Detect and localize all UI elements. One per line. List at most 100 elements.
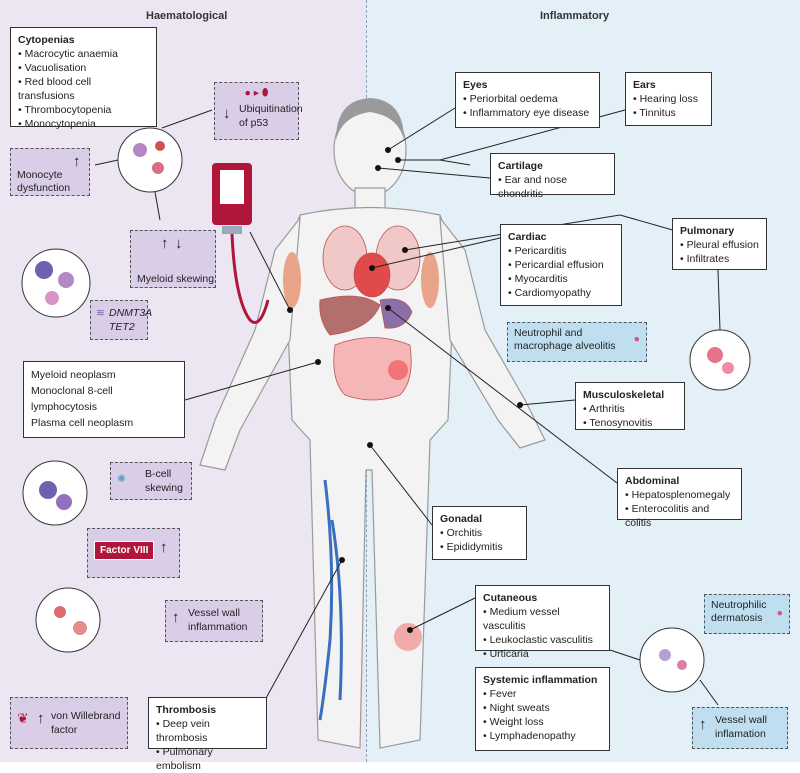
cytopenias-item: Vacuolisation xyxy=(18,61,149,75)
vwf-box: ❦ ↑ von Willebrand factor xyxy=(10,697,128,749)
skin-glow xyxy=(394,623,422,651)
gonadal-title: Gonadal xyxy=(440,513,483,525)
cytopenias-box: Cytopenias Macrocytic anaemia Vacuolisat… xyxy=(10,27,157,130)
cytopenias-item: Red blood cell transfusions xyxy=(18,75,149,103)
pulmonary-item: Pleural effusion xyxy=(680,238,759,252)
dermatosis-label-1: Neutrophilic xyxy=(711,599,767,611)
bcell-icon: ✺ xyxy=(117,473,126,485)
connector-dots xyxy=(287,147,523,633)
dna-icon: ≋ xyxy=(96,307,105,319)
cartilage-item: Ear and nose chondritis xyxy=(498,173,607,201)
organs xyxy=(319,225,421,401)
cytopenias-item: Macrocytic anaemia xyxy=(18,47,149,61)
monocyte-box: ↑ Monocyte dysfunction xyxy=(10,148,90,196)
ears-box: Ears Hearing loss Tinnitus xyxy=(625,72,712,126)
abdominal-glow xyxy=(388,360,408,380)
p53-label-1: Ubiquitination xyxy=(239,103,303,115)
vessel-right-label-1: Vessel wall xyxy=(715,714,767,726)
dermatosis-label-2: dermatosis xyxy=(711,612,763,624)
myeloid-skewing-label: Myeloid skewing xyxy=(137,273,215,285)
p53-cells-icon: ● ▸ ⬮ xyxy=(244,87,269,99)
alveolitis-label-2: macrophage alveolitis xyxy=(514,340,616,352)
cutaneous-item: Leukoclastic vasculitis xyxy=(483,633,602,647)
eyes-item: Periorbital oedema xyxy=(463,92,592,106)
monocyte-label-1: Monocyte xyxy=(17,169,63,181)
cardiac-item: Pericarditis xyxy=(508,244,614,258)
cartilage-box: Cartilage Ear and nose chondritis xyxy=(490,153,615,200)
pulmonary-title: Pulmonary xyxy=(680,225,735,237)
inflammatory-title: Inflammatory xyxy=(540,10,610,22)
p53-label-2: of p53 xyxy=(239,117,269,129)
factor-viii-box: Factor VIII ↑ xyxy=(87,528,180,578)
cutaneous-item: Urticaria xyxy=(483,647,602,661)
leg-veins xyxy=(318,479,343,721)
musculoskeletal-box: Musculoskeletal Arthritis Tenosynovitis xyxy=(575,382,685,430)
abdominal-box: Abdominal Hepatosplenomegaly Enterocolit… xyxy=(617,468,742,529)
thrombosis-box: Thrombosis Deep vein thrombosis Pulmonar… xyxy=(148,697,267,772)
ears-item: Hearing loss xyxy=(633,92,704,106)
gonadal-item: Epididymitis xyxy=(440,540,519,554)
cytopenias-title: Cytopenias xyxy=(18,34,75,46)
vessel-left-box: ↑ Vessel wall inflammation xyxy=(165,600,263,642)
cardiac-item: Pericardial effusion xyxy=(508,258,614,272)
ears-title: Ears xyxy=(633,79,656,91)
vwf-label-1: von Willebrand xyxy=(51,710,121,722)
vessel-left-label-1: Vessel wall xyxy=(188,607,240,619)
neoplasm-box: Myeloid neoplasm Monoclonal 8-cell lymph… xyxy=(23,361,185,438)
genes-box: ≋ DNMT3A TET2 xyxy=(90,300,152,340)
arm-muscle-right xyxy=(421,252,439,308)
up-arrow-icon: ↑ xyxy=(37,710,45,727)
musculoskeletal-title: Musculoskeletal xyxy=(583,389,665,401)
cell-dots xyxy=(35,141,734,670)
bcell-label-2: skewing xyxy=(145,482,183,494)
neoplasm-item: Myeloid neoplasm xyxy=(31,369,116,381)
haematological-title: Haematological xyxy=(146,10,228,22)
systemic-title: Systemic inflammation xyxy=(483,674,598,686)
vessel-right-box: ↑ Vessel wall inflamation xyxy=(692,707,788,749)
systemic-item: Night sweats xyxy=(483,701,602,715)
cytopenias-item: Monocytopenia xyxy=(18,117,149,131)
pulmonary-item: Infiltrates xyxy=(680,252,759,266)
gene-tet2: TET2 xyxy=(109,321,135,333)
neoplasm-item: Monoclonal 8-cell lymphocytosis xyxy=(31,385,113,413)
blood-bag-icon xyxy=(212,163,270,324)
myeloid-skewing-box: ↑ ↓ Myeloid skewing xyxy=(130,230,216,288)
up-arrow-icon: ↑ xyxy=(699,716,707,733)
up-arrow-icon: ↑ xyxy=(161,235,169,252)
systemic-item: Lymphadenopathy xyxy=(483,729,602,743)
gene-dnmt3a: DNMT3A xyxy=(109,307,153,319)
ears-item: Tinnitus xyxy=(633,106,704,120)
abdominal-item: Hepatosplenomegaly xyxy=(625,488,734,502)
vessel-right-label-2: inflamation xyxy=(715,728,766,740)
thrombosis-item: Pulmonary embolism xyxy=(156,745,259,773)
abdominal-title: Abdominal xyxy=(625,475,680,487)
eyes-title: Eyes xyxy=(463,79,488,91)
thrombosis-item: Deep vein thrombosis xyxy=(156,717,259,745)
bcell-box: ✺ B-cell skewing xyxy=(110,462,192,500)
neutrophil-cell-icon: ● xyxy=(776,607,783,619)
cardiac-item: Myocarditis xyxy=(508,272,614,286)
cutaneous-title: Cutaneous xyxy=(483,592,538,604)
systemic-item: Fever xyxy=(483,687,602,701)
up-arrow-icon: ↑ xyxy=(172,609,180,626)
cardiac-title: Cardiac xyxy=(508,231,547,243)
eyes-item: Inflammatory eye disease xyxy=(463,106,592,120)
systemic-box: Systemic inflammation Fever Night sweats… xyxy=(475,667,610,751)
alveolitis-box: Neutrophil and macrophage alveolitis ● xyxy=(507,322,647,362)
pulmonary-box: Pulmonary Pleural effusion Infiltrates xyxy=(672,218,767,270)
cardiac-item: Cardiomyopathy xyxy=(508,286,614,300)
p53-box: ● ▸ ⬮ ↓ Ubiquitination of p53 xyxy=(214,82,303,140)
musculoskeletal-item: Arthritis xyxy=(583,402,677,416)
systemic-item: Weight loss xyxy=(483,715,602,729)
dermatosis-box: Neutrophilic dermatosis ● xyxy=(704,594,790,634)
thrombosis-title: Thrombosis xyxy=(156,704,217,716)
down-arrow-icon: ↓ xyxy=(223,105,231,122)
arm-muscle-left xyxy=(283,252,301,308)
factor-viii-label: Factor VIII xyxy=(94,541,155,560)
vwf-icon: ❦ xyxy=(17,710,29,726)
cutaneous-item: Medium vessel vasculitis xyxy=(483,605,602,633)
eyes-box: Eyes Periorbital oedema Inflammatory eye… xyxy=(455,72,600,128)
alveolitis-label-1: Neutrophil and xyxy=(514,327,583,339)
monocyte-label-2: dysfunction xyxy=(17,182,71,194)
